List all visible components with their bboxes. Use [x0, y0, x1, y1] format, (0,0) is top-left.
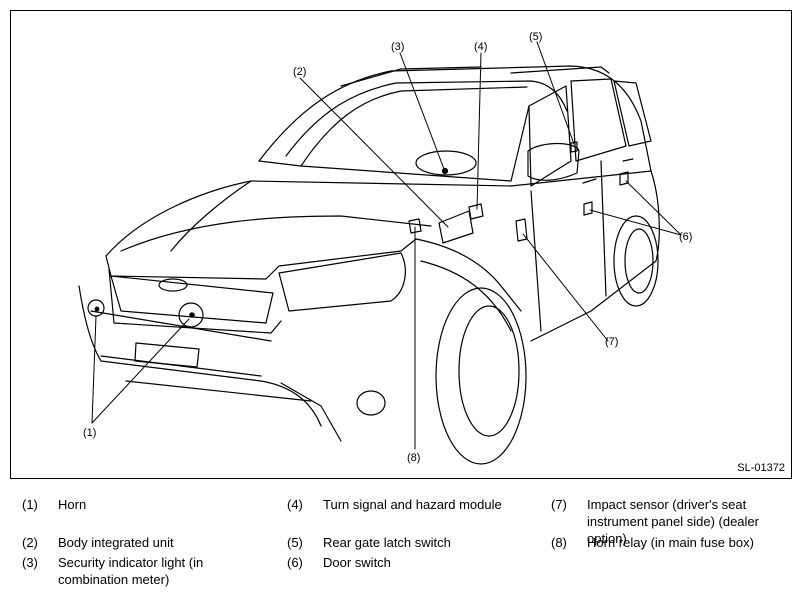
security-indicator-light — [441, 167, 449, 175]
callout-8: (8) — [407, 452, 420, 464]
legend-text: Impact sensor (driver's seat instrument … — [587, 497, 759, 546]
legend-num: (8) — [551, 535, 567, 550]
legend-item-7: (7) Impact sensor (driver's seat instrum… — [551, 496, 801, 547]
legend-item-5: (5) Rear gate latch switch — [287, 534, 527, 551]
door-switch-rear — [583, 201, 593, 216]
legend-text: Turn signal and hazard module — [323, 497, 502, 512]
legend-num: (4) — [287, 497, 303, 512]
figure-id: SL-01372 — [737, 462, 785, 474]
callout-5: (5) — [529, 31, 542, 43]
car-drawing — [78, 65, 660, 465]
legend-item-8: (8) Horn relay (in main fuse box) — [551, 534, 801, 551]
legend-text: Horn — [58, 497, 87, 512]
legend-text: Horn relay (in main fuse box) — [587, 535, 754, 550]
legend-text: Rear gate latch switch — [323, 535, 451, 550]
legend-item-6: (6) Door switch — [287, 554, 527, 571]
legend-num: (6) — [287, 555, 303, 570]
legend-item-2: (2) Body integrated unit — [22, 534, 262, 551]
rear-gate-latch-switch — [570, 141, 578, 153]
leader-lines — [91, 41, 682, 450]
legend-item-1: (1) Horn — [22, 496, 262, 513]
legend-num: (7) — [551, 497, 567, 512]
horn-relay — [408, 218, 422, 234]
legend-text: Security indicator light (in combination… — [58, 555, 204, 587]
callout-4: (4) — [474, 41, 487, 53]
callout-7: (7) — [605, 336, 618, 348]
callout-2: (2) — [293, 66, 306, 78]
callout-labels: (1) (2) (3) (4) (5) (6) (7) (8) — [83, 31, 692, 464]
body-integrated-unit — [438, 210, 474, 244]
legend-item-4: (4) Turn signal and hazard module — [287, 496, 527, 513]
horn-marker — [178, 302, 204, 328]
legend-text: Door switch — [323, 555, 391, 570]
legend-num: (1) — [22, 497, 38, 512]
callout-3: (3) — [391, 41, 404, 53]
turn-signal-hazard-module — [468, 203, 484, 220]
callout-1: (1) — [83, 427, 96, 439]
vehicle-diagram: (1) (2) (3) (4) (5) (6) (7) (8) — [78, 31, 692, 465]
callout-6: (6) — [679, 231, 692, 243]
combination-meter — [415, 150, 477, 176]
legend-item-3: (3) Security indicator light (in combina… — [22, 554, 262, 588]
diagram-frame: (1) (2) (3) (4) (5) (6) (7) (8) SL-01372 — [10, 10, 792, 479]
legend-text: Body integrated unit — [58, 535, 174, 550]
legend-num: (5) — [287, 535, 303, 550]
legend-num: (3) — [22, 555, 38, 570]
legend-num: (2) — [22, 535, 38, 550]
